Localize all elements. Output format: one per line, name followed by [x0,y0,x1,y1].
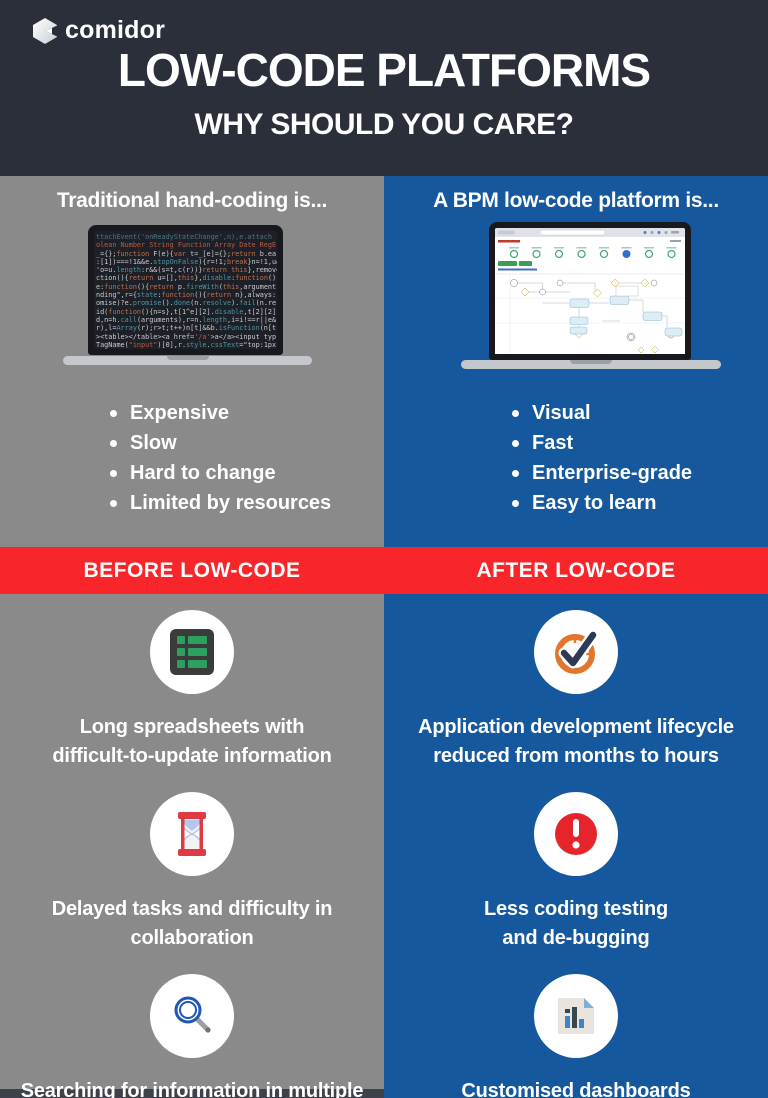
after-banner-label: AFTER LOW-CODE [476,558,676,582]
feature-caption-line: Application development lifecycle [418,716,734,738]
code-line: ction(){return u=[],this},disable:functi… [96,274,277,283]
bpm-workflow-screenshot [495,228,685,354]
bullet-item: Easy to learn [512,488,692,518]
magnifier-icon [150,974,234,1058]
code-line: d,n=h.call(arguments),r=n.length,i=i!==r… [96,315,277,324]
code-line: ><table></table><a href='/a'>a</a><input… [96,332,277,341]
bullet-dot [512,409,519,417]
feature-caption-line: collaboration [130,927,254,949]
code-line: r),l=Array(r);r>t;t++)n[t]&&b.isFunction… [96,324,277,333]
code-line: olean Number String Function Array Date … [96,241,277,250]
code-line: id(function(){n=s},t[1^e][2].disable,t[2… [96,307,281,316]
feature-caption-line: Searching for information in multiple [20,1080,364,1098]
feature-caption: Delayed tasks and difficulty in collabora… [52,895,333,953]
bullet-item: Slow [110,428,331,458]
code-line: e:function(){return p.fireWith(this,argu… [96,282,277,291]
feature-caption: Customised dashboardswhich display criti… [421,1077,731,1098]
bullet-dot [110,469,117,477]
before-heading: Traditional hand-coding is... [56,189,328,212]
feature-item: Less coding testing and de-bugging [484,792,668,953]
comidor-logo: comidor [32,16,165,45]
bullet-label: Visual [532,402,591,424]
feature-item: Searching for information in multiplepla… [21,974,364,1098]
bullet-item: Enterprise-grade [512,458,692,488]
feature-caption-line: Less coding testing [483,898,668,920]
bullet-dot [110,499,117,507]
before-banner-label: BEFORE LOW-CODE [83,558,301,582]
bullet-dot [512,499,519,507]
after-feature-list: Application development lifecycle reduced… [384,594,768,1098]
code-text: ttachEvent('onReadyStateChange',n),e.att… [94,231,281,355]
feature-caption-line: Long spreadsheets with [79,716,305,738]
feature-caption: Searching for information in multiplepla… [21,1077,364,1098]
bullet-label: Fast [532,432,574,454]
feature-caption-line: reduced from months to hours [433,745,719,767]
bullet-dot [512,469,519,477]
features-row: Long spreadsheets with difficult-to-updat… [0,594,768,1098]
hourglass-icon [150,792,234,876]
bullet-item: Expensive [110,398,331,428]
dashboard-report-icon [534,974,618,1058]
bullet-item: Visual [512,398,692,428]
feature-caption: Long spreadsheets with difficult-to-updat… [52,713,332,771]
after-column-bottom: Application development lifecycle reduced… [384,594,768,1098]
code-line: _={};function F(e){var t=_[e]={};return … [96,249,277,258]
logo-text: comidor [65,16,166,44]
bullet-label: Expensive [130,402,229,424]
bullet-label: Slow [130,432,177,454]
code-line: est(r.getAttribute("style")),hrefNormali… [96,349,277,355]
code-line: omise)?e.promise().done(n.resolve).fail(… [96,299,277,308]
code-laptop-screen: ttachEvent('onReadyStateChange',n),e.att… [88,225,283,355]
bpm-laptop-base [461,360,721,369]
after-heading: A BPM low-code platform is... [433,189,719,212]
comparison-row: Traditional hand-coding is... ttachEvent… [0,176,768,547]
bullet-item: Fast [512,428,692,458]
code-line: ttachEvent('onReadyStateChange',n),e.att… [96,233,272,241]
clock-check-icon [534,610,618,694]
feature-item: Long spreadsheets with difficult-to-updat… [52,610,332,771]
exclamation-icon [533,792,618,876]
feature-caption-line: Customised dashboards [461,1080,691,1098]
bullet-label: Hard to change [130,462,276,484]
after-column-top: A BPM low-code platform is... [384,176,768,547]
bullet-label: Enterprise-grade [532,462,693,484]
bullet-label: Easy to learn [532,492,657,514]
bullet-dot [512,439,519,447]
feature-caption: Application development lifecycle reduced… [418,713,734,771]
code-line: 'o=u.length:r&&(s=t,c(r))}return this},r… [96,266,281,275]
feature-caption-line: difficult-to-update information [52,745,332,767]
before-column-bottom: Long spreadsheets with difficult-to-updat… [0,594,384,1098]
bullet-item: Hard to change [110,458,331,488]
bpm-laptop-screen [489,222,691,360]
header: comidor LOW-CODE PLATFORMS WHY SHOULD YO… [0,0,768,176]
code-line: :[1])===!1&&e.stopOnFalse){r=!1;break}n=… [96,257,281,266]
before-after-banner: BEFORE LOW-CODE AFTER LOW-CODE [0,547,768,594]
page-title: LOW-CODE PLATFORMS [117,44,651,96]
feature-item: Application development lifecycle reduced… [418,610,734,771]
feature-item: Customised dashboardswhich display criti… [421,974,731,1098]
spreadsheet-icon [150,610,234,694]
bullet-item: Limited by resources [110,488,331,518]
feature-caption: Less coding testing and de-bugging [484,895,668,953]
before-feature-list: Long spreadsheets with difficult-to-updat… [0,594,384,1098]
bullet-dot [110,409,117,417]
code-laptop-base [63,356,312,365]
bullet-label: Limited by resources [130,492,332,514]
page-subtitle: WHY SHOULD YOU CARE? [194,108,574,142]
feature-caption-line: and de-bugging [502,927,650,949]
code-line: nding",r={state:function(){return n},alw… [96,291,277,300]
code-line: TagName("input")[0],r.style.cssText="top… [96,340,277,349]
bullet-dot [110,439,117,447]
before-column-top: Traditional hand-coding is... ttachEvent… [0,176,384,547]
feature-caption-line: Delayed tasks and difficulty in [51,898,333,920]
comidor-cube-icon [33,17,57,44]
feature-item: Delayed tasks and difficulty in collabora… [52,792,333,953]
